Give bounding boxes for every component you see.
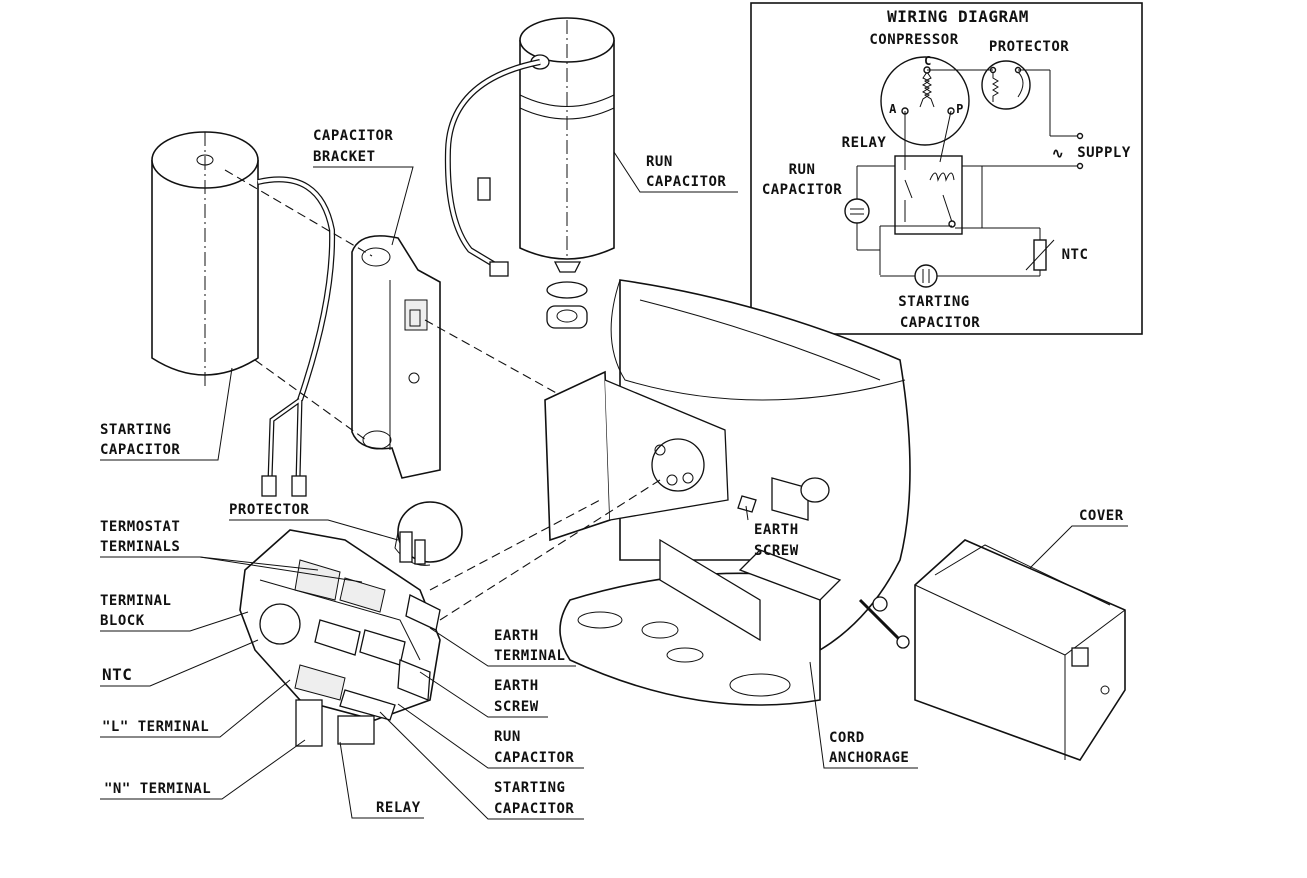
callout-earth-terminal-line2: TERMINAL: [494, 648, 565, 664]
callout-starting-capacitor-left-line2: CAPACITOR: [100, 442, 180, 458]
callout-capacitor-bracket-line1: CAPACITOR: [313, 128, 393, 144]
wd-starting-capacitor-line1: STARTING: [898, 294, 969, 310]
wd-supply-label: SUPPLY: [1077, 145, 1131, 161]
wd-winding-p: [924, 71, 935, 108]
callout-earth-screw-upper-line1: EARTH: [754, 522, 799, 538]
callout-cover: COVER: [1079, 508, 1124, 524]
wd-relay-label: RELAY: [842, 135, 887, 151]
compressor-part: [429, 279, 911, 706]
cover-part: [914, 539, 1126, 761]
callout-run-capacitor-bottom-line1: RUN: [494, 729, 521, 745]
callout-capacitor-bracket-line2: BRACKET: [313, 149, 376, 165]
wd-supply-symbol: ∿: [1052, 146, 1064, 162]
wiring-diagram-frame: [750, 2, 1143, 335]
protector-part: [394, 501, 463, 566]
wd-run-capacitor-line2: CAPACITOR: [762, 182, 842, 198]
callout-earth-screw-upper-line2: SCREW: [754, 543, 799, 559]
wd-ntc-label: NTC: [1062, 247, 1089, 263]
capacitor-bracket-part: [224, 169, 561, 479]
wd-terminal-c: C: [924, 54, 932, 68]
wd-compressor-label: CONPRESSOR: [869, 32, 958, 48]
terminal-block-part: [239, 529, 441, 747]
callout-earth-screw-lower-line1: EARTH: [494, 678, 539, 694]
callout-starting-capacitor-bottom-line2: CAPACITOR: [494, 801, 574, 817]
wd-terminal-p: P: [956, 102, 964, 116]
callout-relay: RELAY: [376, 800, 421, 816]
callout-terminal-block-line2: BLOCK: [100, 613, 145, 629]
callout-run-capacitor-bottom-line2: CAPACITOR: [494, 750, 574, 766]
wiring-diagram-panel: WIRING DIAGRAM CONPRESSOR PROTECTOR C A …: [750, 2, 1143, 335]
wd-starting-capacitor-symbol: [914, 264, 938, 288]
run-capacitor-part: [444, 17, 615, 329]
callout-run-capacitor-top-line1: RUN: [646, 154, 673, 170]
wd-run-capacitor-symbol: [844, 198, 870, 224]
wd-compressor-symbol: [880, 56, 970, 146]
callout-starting-capacitor-bottom-line1: STARTING: [494, 780, 565, 796]
wiring-diagram-title: WIRING DIAGRAM: [887, 7, 1029, 26]
wd-starting-capacitor-line2: CAPACITOR: [900, 315, 980, 331]
callout-protector: PROTECTOR: [229, 502, 309, 518]
wd-relay-symbol: [894, 155, 963, 235]
callouts: CAPACITOR BRACKET RUN CAPACITOR STARTING…: [100, 128, 1128, 820]
wd-winding-a: [919, 71, 930, 108]
callout-terminal-block-line1: TERMINAL: [100, 593, 171, 609]
callout-run-capacitor-top-line2: CAPACITOR: [646, 174, 726, 190]
wd-protector-label: PROTECTOR: [989, 39, 1069, 55]
callout-cord-anchorage-line1: CORD: [829, 730, 865, 746]
callout-l-terminal: "L" TERMINAL: [102, 719, 209, 735]
callout-cord-anchorage-line2: ANCHORAGE: [829, 750, 909, 766]
wd-terminal-a: A: [889, 102, 897, 116]
callout-termostat-terminals-line2: TERMINALS: [100, 539, 180, 555]
callout-earth-terminal-line1: EARTH: [494, 628, 539, 644]
callout-earth-screw-lower-line2: SCREW: [494, 699, 539, 715]
callout-starting-capacitor-left-line1: STARTING: [100, 422, 171, 438]
wd-run-capacitor-line1: RUN: [789, 162, 816, 178]
wd-protector-symbol: [981, 60, 1031, 110]
callout-ntc: NTC: [102, 665, 132, 684]
callout-termostat-terminals-line1: TERMOSTAT: [100, 519, 180, 535]
callout-n-terminal: "N" TERMINAL: [104, 781, 211, 797]
